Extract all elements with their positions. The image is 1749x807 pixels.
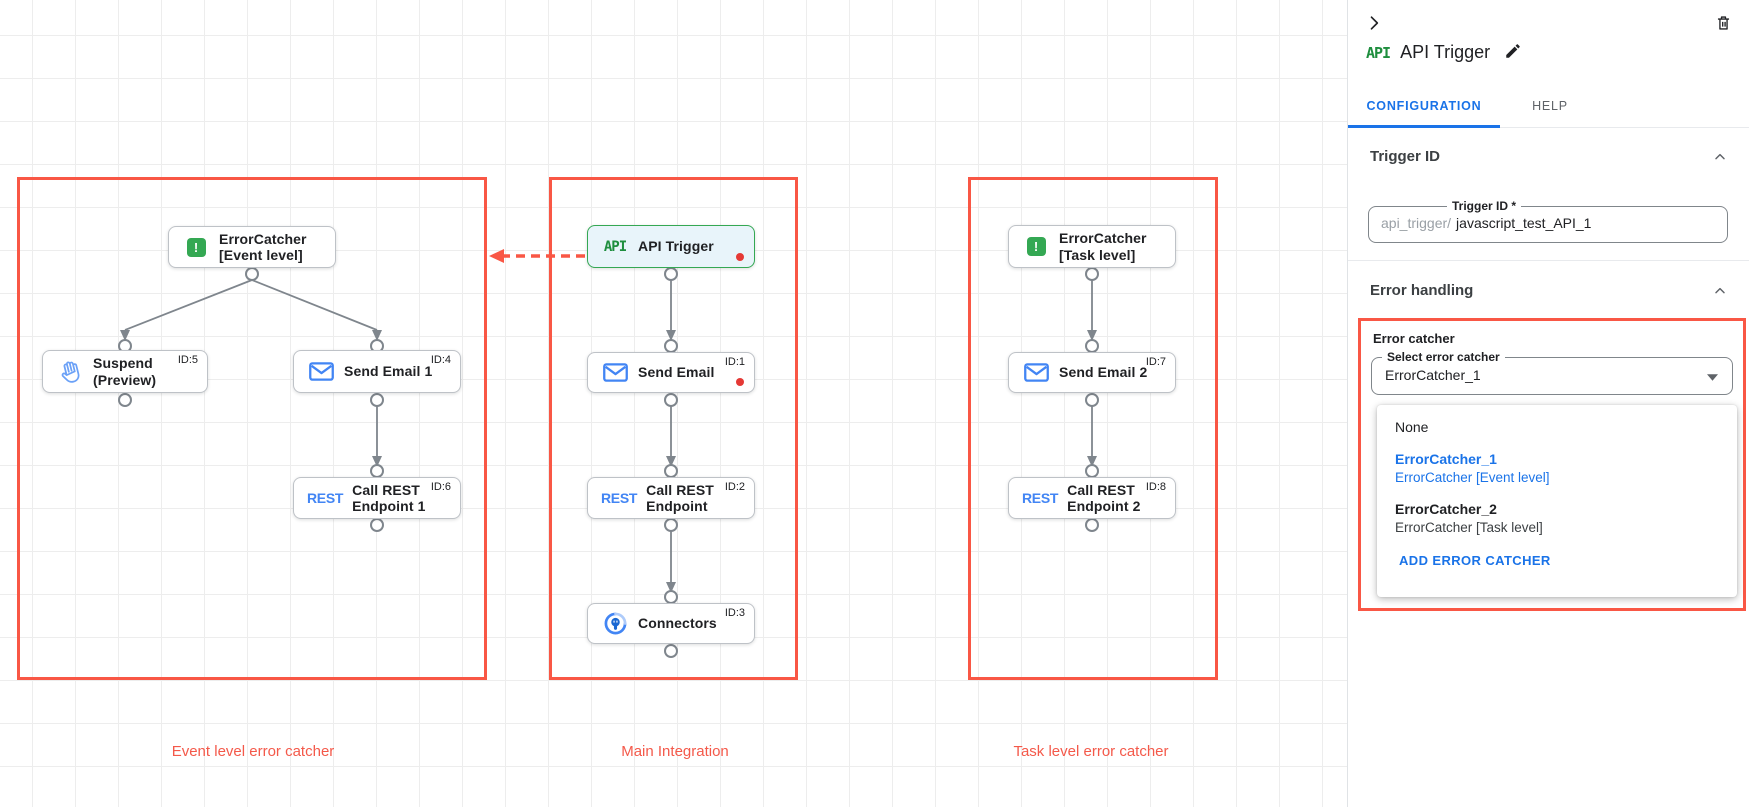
task-id-badge: ID:6: [430, 481, 451, 493]
node-send-email[interactable]: Send Email ID:1: [579, 352, 755, 393]
node-title: Send Email 1: [344, 363, 433, 380]
task-id-badge: ID:7: [1145, 356, 1166, 368]
api-trigger-icon: API: [1366, 43, 1391, 62]
api-icon: API: [603, 238, 627, 255]
node-errorcatcher-event-level[interactable]: ! ErrorCatcher [Event level]: [160, 226, 336, 268]
panel-title: API Trigger: [1400, 42, 1491, 62]
node-api-trigger[interactable]: API API Trigger: [579, 225, 755, 268]
group-box-event-level-error-catcher: [17, 177, 487, 680]
node-errorcatcher-task-level[interactable]: ! ErrorCatcher [Task level]: [1000, 225, 1176, 268]
chevron-up-icon: [1715, 153, 1725, 159]
group-label-event-level: Event level error catcher: [171, 743, 335, 760]
node-call-rest-endpoint-1[interactable]: REST Call REST Endpoint 1 ID:6: [285, 477, 461, 519]
group-label-task-level: Task level error catcher: [1013, 743, 1169, 760]
group-label-main-integration: Main Integration: [621, 743, 729, 760]
error-catcher-icon: !: [182, 237, 210, 257]
delete-trigger-button[interactable]: [1712, 11, 1735, 38]
task-id-badge: ID:4: [430, 354, 451, 366]
error-catcher-select[interactable]: Select error catcher ErrorCatcher_1: [1371, 350, 1733, 395]
section-title: Trigger ID: [1370, 148, 1441, 165]
chevron-right-icon: [1370, 16, 1379, 30]
task-id-badge: ID:5: [177, 354, 198, 366]
task-id-badge: ID:3: [724, 607, 745, 619]
trash-icon: [1717, 16, 1730, 30]
group-box-task-level-error-catcher: [968, 177, 1218, 680]
node-title: Call REST Endpoint 1: [352, 481, 426, 515]
node-title: API Trigger: [638, 238, 714, 255]
node-title: ErrorCatcher [Task level]: [1059, 230, 1147, 263]
task-id-badge: ID:2: [724, 481, 745, 493]
section-header-error-handling[interactable]: Error handling: [1370, 282, 1728, 299]
edit-title-button[interactable]: [1502, 40, 1524, 65]
trigger-id-value: javascript_test_API_1: [1456, 215, 1592, 231]
node-send-email-1[interactable]: Send Email 1 ID:4: [285, 350, 461, 393]
panel-tabs: CONFIGURATION HELP: [1348, 84, 1749, 128]
section-header-trigger-id[interactable]: Trigger ID: [1370, 148, 1728, 165]
chevron-up-icon: [1715, 287, 1725, 293]
node-title: Call REST Endpoint 2: [1067, 481, 1141, 515]
email-icon: [307, 362, 335, 381]
panel-header: API API Trigger: [1366, 40, 1524, 65]
error-indicator-dot: [736, 253, 744, 261]
select-label: Select error catcher: [1382, 350, 1505, 364]
tab-configuration[interactable]: CONFIGURATION: [1348, 84, 1500, 128]
tab-help[interactable]: HELP: [1532, 98, 1568, 113]
node-title: Send Email: [638, 364, 715, 381]
rest-icon: REST: [307, 490, 344, 506]
task-id-badge: ID:1: [724, 356, 745, 368]
select-value: ErrorCatcher_1: [1385, 367, 1481, 383]
option-errorcatcher-2-subtitle[interactable]: ErrorCatcher [Task level]: [1395, 520, 1543, 535]
pencil-icon: [1506, 44, 1520, 58]
node-title: Connectors: [638, 615, 717, 632]
config-panel: API API Trigger CONFIGURATION HELP Trigg…: [1347, 0, 1749, 807]
node-title: ErrorCatcher [Event level]: [219, 230, 307, 264]
option-errorcatcher-1[interactable]: ErrorCatcher_1: [1395, 451, 1497, 467]
error-catcher-highlight-box: Error catcher Select error catcher Error…: [1358, 318, 1746, 611]
option-none[interactable]: None: [1395, 419, 1429, 435]
node-suspend-preview[interactable]: Suspend (Preview) ID:5: [34, 350, 208, 393]
rest-icon: REST: [1022, 490, 1059, 506]
trigger-id-field-label: Trigger ID *: [1447, 199, 1522, 213]
email-icon: [601, 363, 629, 382]
option-errorcatcher-2[interactable]: ErrorCatcher_2: [1395, 501, 1497, 517]
email-icon: [1022, 363, 1050, 382]
trigger-id-prefix: api_trigger/: [1381, 215, 1452, 231]
error-indicator-dot: [736, 378, 744, 386]
error-catcher-group-label: Error catcher: [1373, 331, 1455, 346]
connectors-icon: [601, 611, 629, 636]
node-call-rest-endpoint-2[interactable]: REST Call REST Endpoint 2 ID:8: [1000, 477, 1176, 519]
node-title: Send Email 2: [1059, 364, 1148, 381]
error-catcher-dropdown-menu: None ErrorCatcher_1 ErrorCatcher [Event …: [1377, 405, 1737, 597]
node-send-email-2[interactable]: Send Email 2 ID:7: [1000, 352, 1176, 393]
group-box-main-integration: [549, 177, 798, 680]
integration-canvas[interactable]: ! ErrorCatcher [Event level] Suspend (Pr…: [0, 0, 1347, 807]
node-call-rest-endpoint[interactable]: REST Call REST Endpoint ID:2: [579, 477, 755, 519]
node-title: Suspend (Preview): [93, 355, 157, 388]
hand-icon: [56, 359, 84, 385]
trigger-id-field[interactable]: Trigger ID * api_trigger/javascript_test…: [1368, 199, 1728, 243]
task-id-badge: ID:8: [1145, 481, 1166, 493]
node-title: Call REST Endpoint: [646, 481, 714, 515]
collapse-panel-button[interactable]: [1362, 11, 1386, 38]
dropdown-arrow-icon: [1707, 374, 1718, 381]
option-errorcatcher-1-subtitle[interactable]: ErrorCatcher [Event level]: [1395, 470, 1550, 485]
section-title: Error handling: [1370, 282, 1474, 299]
rest-icon: REST: [601, 490, 638, 506]
error-catcher-icon: !: [1022, 237, 1050, 256]
node-connectors[interactable]: Connectors ID:3: [579, 603, 755, 644]
add-error-catcher-button[interactable]: ADD ERROR CATCHER: [1399, 553, 1551, 568]
section-divider: [1348, 260, 1749, 261]
